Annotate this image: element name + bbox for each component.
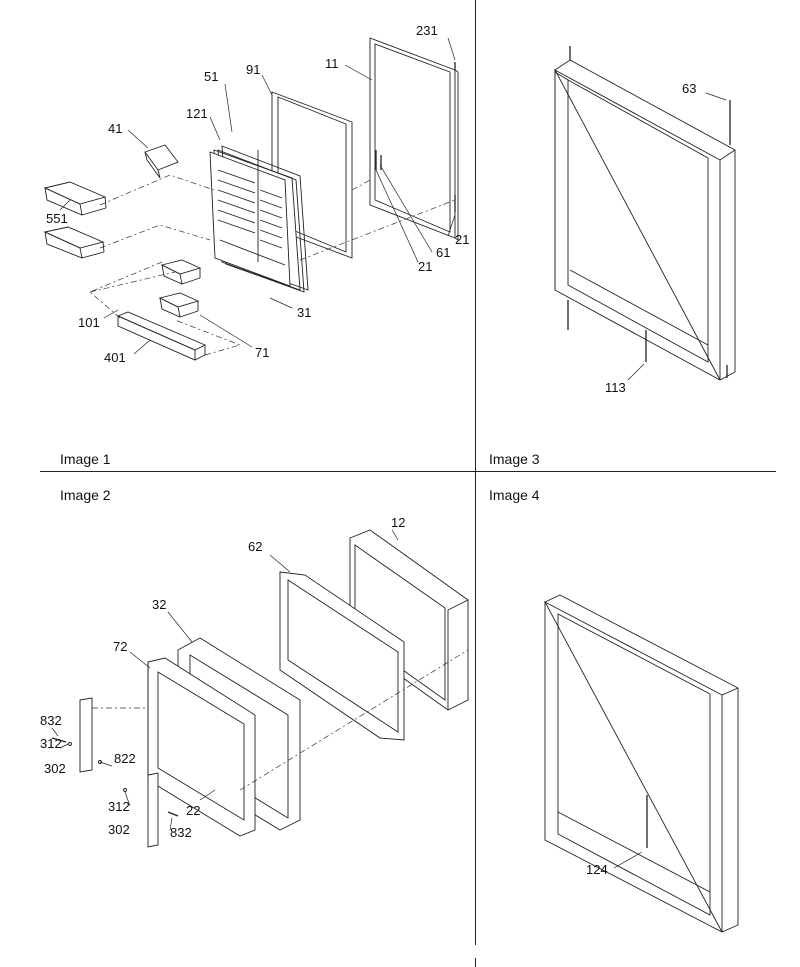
callout-71: 71 bbox=[255, 345, 270, 360]
callout-62: 62 bbox=[248, 539, 263, 554]
image1-drawing bbox=[43, 37, 459, 361]
small-bin-upper bbox=[160, 259, 202, 275]
callout-51: 51 bbox=[204, 69, 219, 84]
callout-113: 113 bbox=[605, 380, 626, 395]
callout-11: 11 bbox=[325, 56, 339, 71]
vertical-divider bbox=[475, 0, 476, 945]
callout-401: 401 bbox=[104, 350, 126, 365]
callout-21-right: 21 bbox=[455, 232, 470, 247]
caption-image2: Image 2 bbox=[60, 487, 111, 503]
callout-822: 822 bbox=[114, 751, 136, 766]
caption-image1: Image 1 bbox=[60, 451, 111, 467]
callout-63: 63 bbox=[682, 81, 697, 96]
callout-302-right: 302 bbox=[108, 822, 130, 837]
callout-41: 41 bbox=[108, 121, 123, 136]
caption-image3: Image 3 bbox=[489, 451, 540, 467]
bottom-tick bbox=[475, 958, 476, 967]
freezer-gasket bbox=[279, 571, 405, 741]
caption-image4: Image 4 bbox=[489, 487, 540, 503]
inner-liner bbox=[209, 151, 291, 287]
callout-832-left: 832 bbox=[40, 713, 62, 728]
callout-91: 91 bbox=[246, 62, 261, 77]
callout-72: 72 bbox=[113, 639, 128, 654]
image3-drawing bbox=[553, 46, 736, 381]
callout-312-right: 312 bbox=[108, 799, 130, 814]
callout-124: 124 bbox=[586, 862, 608, 877]
callout-121: 121 bbox=[186, 106, 208, 121]
door-outer-panel bbox=[369, 37, 456, 239]
callout-22: 22 bbox=[186, 803, 201, 818]
horizontal-divider bbox=[40, 471, 776, 472]
hinge-bracket-left bbox=[79, 697, 93, 773]
image4-drawing bbox=[543, 594, 739, 933]
image2-drawing bbox=[51, 529, 469, 848]
callout-21-left: 21 bbox=[418, 259, 433, 274]
door-bin-upper bbox=[43, 181, 107, 205]
callout-551: 551 bbox=[46, 211, 68, 226]
callout-832-right: 832 bbox=[170, 825, 192, 840]
small-bin-lower bbox=[158, 292, 200, 308]
door-module bbox=[144, 144, 179, 171]
callout-312-left: 312 bbox=[40, 736, 62, 751]
callout-32: 32 bbox=[152, 597, 167, 612]
callout-31: 31 bbox=[297, 305, 312, 320]
callout-302-left: 302 bbox=[44, 761, 66, 776]
callout-12: 12 bbox=[391, 515, 406, 530]
callout-61: 61 bbox=[436, 245, 451, 260]
freezer-frame-outer bbox=[544, 594, 739, 933]
callout-231: 231 bbox=[416, 23, 438, 38]
callout-101: 101 bbox=[78, 315, 100, 330]
door-shelf-rail bbox=[116, 311, 207, 351]
hinge-bracket-right bbox=[147, 772, 159, 848]
